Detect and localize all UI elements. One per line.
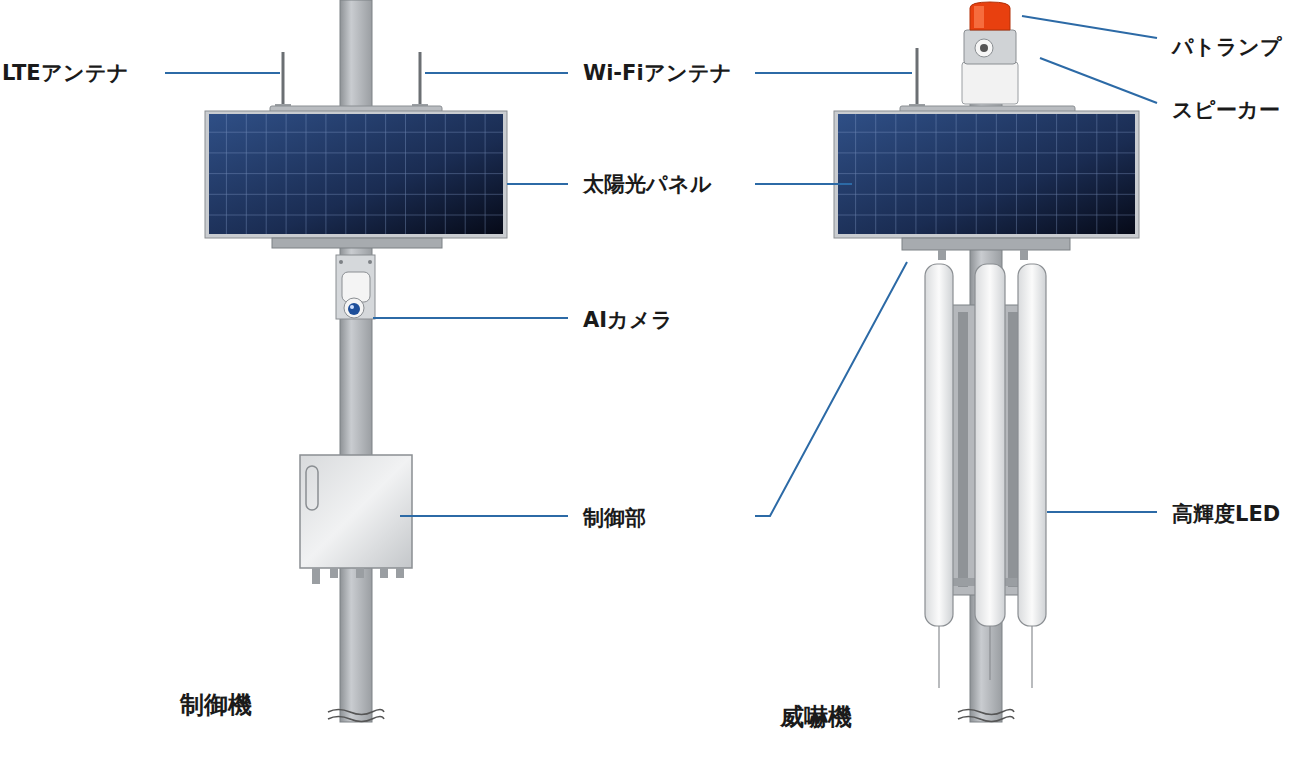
part-label: 太陽光パネル — [583, 174, 712, 195]
unit-name: 威嚇機 — [780, 705, 852, 729]
part-label: Wi-Fiアンテナ — [583, 63, 732, 84]
deterrent-unit-drawing — [834, 2, 1139, 722]
part-label: 高輝度LED — [1172, 504, 1280, 525]
part-label: LTEアンテナ — [2, 63, 129, 84]
part-label: スピーカー — [1172, 100, 1280, 121]
leader-lines — [165, 16, 1157, 516]
unit-name: 制御機 — [180, 693, 252, 717]
part-label: パトランプ — [1172, 37, 1282, 58]
control-unit-drawing — [205, 0, 507, 722]
part-label: AIカメラ — [583, 310, 673, 331]
part-label: 制御部 — [583, 508, 646, 529]
